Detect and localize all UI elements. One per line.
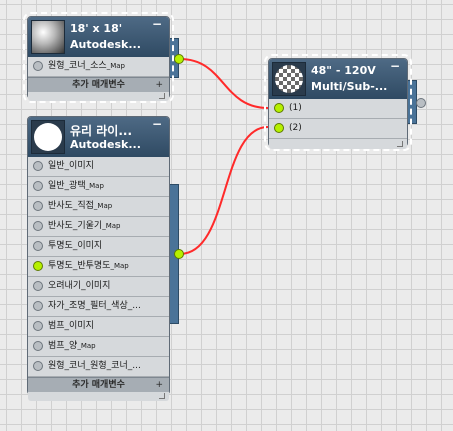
slot-row[interactable]: 범프_이미지 <box>28 317 169 337</box>
output-socket-icon[interactable] <box>416 98 426 108</box>
slot-row[interactable]: 반사도_기울기_Map <box>28 217 169 237</box>
slot-suffix: _Map <box>102 222 121 230</box>
input-socket-icon[interactable] <box>33 301 43 311</box>
input-socket-icon[interactable] <box>274 123 284 133</box>
minimize-button[interactable]: − <box>389 59 401 73</box>
resize-bar[interactable] <box>269 139 407 149</box>
slot-label: 원형_코너_소스 <box>48 61 107 71</box>
expand-icon[interactable]: + <box>155 380 163 390</box>
node-subtitle: Multi/Sub-... <box>311 80 388 93</box>
slot-suffix: _Map <box>106 62 125 70</box>
input-socket-icon[interactable] <box>33 161 43 171</box>
slot-row[interactable]: 일반_광택_Map <box>28 177 169 197</box>
node-title: 유리 라이... <box>70 124 133 138</box>
slot-label: 일반_광택 <box>48 181 86 191</box>
slot-row[interactable]: 범프_양_Map <box>28 337 169 357</box>
slot-label: 범프_이미지 <box>48 321 94 331</box>
slot-label: (1) <box>289 103 302 113</box>
input-socket-icon[interactable] <box>33 181 43 191</box>
resize-grip-icon[interactable] <box>159 93 165 99</box>
slot-row[interactable]: 반사도_직접_Map <box>28 197 169 217</box>
wire-glass-to-slot2[interactable] <box>179 126 269 255</box>
extra-params-rollout[interactable]: 추가 매개변수 + <box>28 77 169 92</box>
slot-suffix: _Map <box>110 262 129 270</box>
multisub-node[interactable]: 48" - 120V Multi/Sub-... − (1) (2) <box>264 54 426 151</box>
slot-label: 자가_조명_필터_색상_... <box>48 301 141 311</box>
slot-label: 투명도_이미지 <box>48 241 103 251</box>
slot-label: 오려내기_이미지 <box>48 281 111 291</box>
extra-params-rollout[interactable]: 추가 매개변수 + <box>28 377 169 392</box>
node-subtitle: Autodesk... <box>70 138 141 151</box>
input-socket-icon[interactable] <box>33 241 43 251</box>
resize-bar[interactable] <box>28 392 169 401</box>
bitmap-node[interactable]: 18' x 18' Autodesk... − 원형_코너_소스_Map 추가 … <box>23 12 184 103</box>
slot-label: (2) <box>289 123 302 133</box>
resize-grip-icon[interactable] <box>159 393 165 399</box>
input-socket-icon[interactable] <box>33 261 43 271</box>
resize-grip-icon[interactable] <box>397 141 403 147</box>
slot-row[interactable]: (1) <box>269 99 407 119</box>
slot-row[interactable]: 자가_조명_필터_색상_... <box>28 297 169 317</box>
output-socket-icon[interactable] <box>174 249 184 259</box>
slot-label: 투명도_반투명도 <box>48 261 111 271</box>
minimize-button[interactable]: − <box>151 117 163 131</box>
output-socket-icon[interactable] <box>174 54 184 64</box>
node-title: 18' x 18' <box>70 22 123 35</box>
slot-row[interactable]: 투명도_반투명도_Map <box>28 257 169 277</box>
slot-row[interactable]: (2) <box>269 119 407 139</box>
slot-label: 반사도_직접 <box>48 201 94 211</box>
footer-label: 추가 매개변수 <box>72 80 125 90</box>
wire-bitmap-to-slot1[interactable] <box>179 58 269 109</box>
input-socket-icon[interactable] <box>33 361 43 371</box>
minimize-button[interactable]: − <box>151 17 163 31</box>
slot-row[interactable]: 일반_이미지 <box>28 157 169 177</box>
input-socket-icon[interactable] <box>33 281 43 291</box>
node-subtitle: Autodesk... <box>70 38 141 51</box>
input-socket-icon[interactable] <box>33 341 43 351</box>
slot-label: 범프_양 <box>48 341 78 351</box>
slot-suffix: _Map <box>77 342 96 350</box>
input-socket-icon[interactable] <box>33 61 43 71</box>
multisub-node-header[interactable]: 48" - 120V Multi/Sub-... − <box>269 59 407 99</box>
slot-label: 원형_코너_원형_코너_... <box>48 361 141 371</box>
input-socket-icon[interactable] <box>33 321 43 331</box>
checker-sphere-thumbnail <box>272 62 306 96</box>
slot-label: 일반_이미지 <box>48 161 94 171</box>
input-socket-icon[interactable] <box>33 201 43 211</box>
bitmap-node-header[interactable]: 18' x 18' Autodesk... − <box>28 17 169 57</box>
input-socket-icon[interactable] <box>33 221 43 231</box>
slot-row[interactable]: 원형_코너_소스_Map <box>28 57 169 77</box>
slot-suffix: _Map <box>85 182 104 190</box>
slot-suffix: _Map <box>93 202 113 210</box>
sphere-thumbnail <box>31 20 65 54</box>
white-sphere-thumbnail <box>31 120 65 154</box>
slot-row[interactable]: 원형_코너_원형_코너_... <box>28 357 169 377</box>
footer-label: 추가 매개변수 <box>72 380 125 390</box>
resize-bar[interactable] <box>28 92 169 101</box>
expand-icon[interactable]: + <box>155 80 163 90</box>
node-title: 48" - 120V <box>311 64 376 77</box>
slot-label: 반사도_기울기 <box>48 221 103 231</box>
input-socket-icon[interactable] <box>274 103 284 113</box>
glass-node-header[interactable]: 유리 라이... Autodesk... − <box>28 117 169 157</box>
slot-row[interactable]: 오려내기_이미지 <box>28 277 169 297</box>
slot-row[interactable]: 투명도_이미지 <box>28 237 169 257</box>
